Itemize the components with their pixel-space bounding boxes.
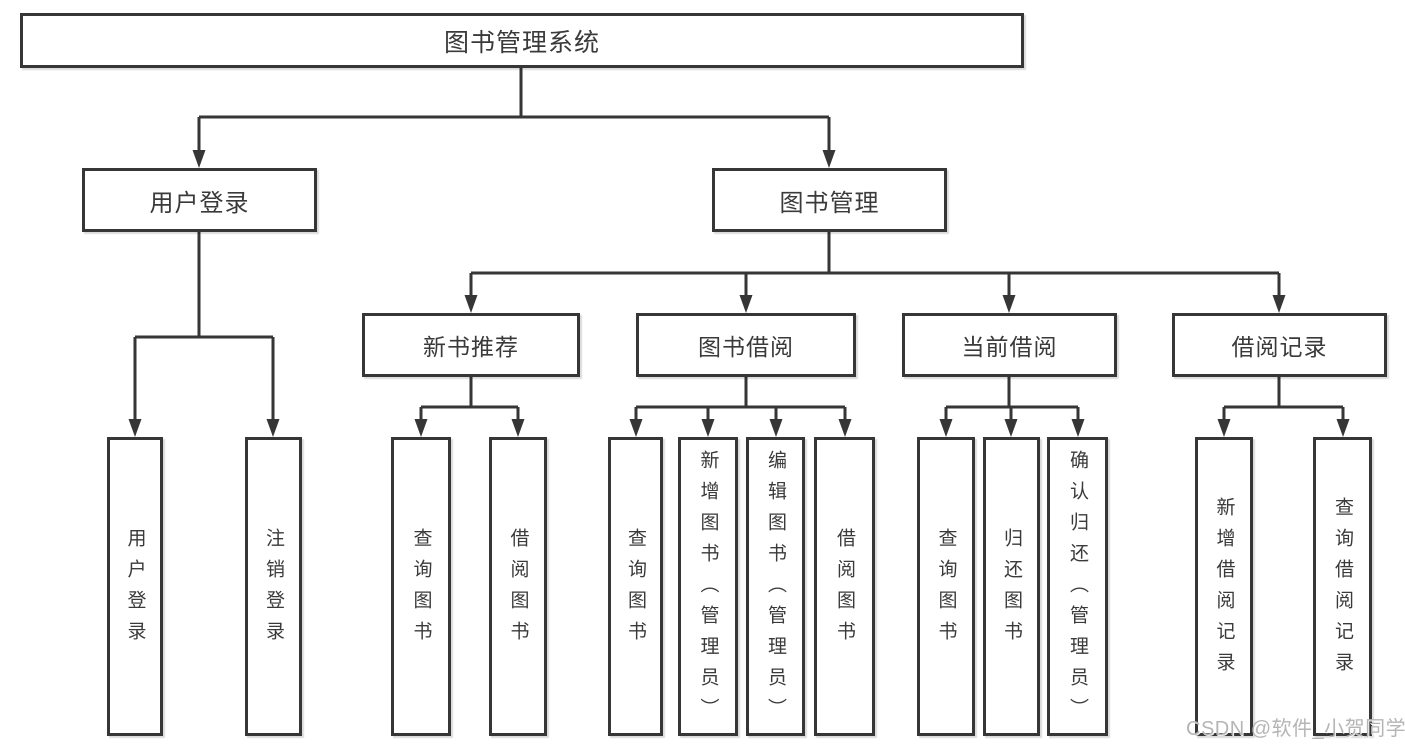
node-label: 查询图书 [625, 527, 646, 652]
arrowhead-icon [1071, 419, 1085, 437]
arrowhead-icon [1002, 295, 1016, 313]
node-leaf-bb-borrow: 借阅图书 [814, 437, 875, 736]
node-label: 图书借阅 [698, 334, 794, 360]
node-leaf-cb-query: 查询图书 [917, 437, 975, 736]
arrowhead-icon [1272, 295, 1286, 313]
node-borrow-records: 借阅记录 [1172, 313, 1387, 377]
connector-path [944, 377, 1080, 425]
watermark: CSDN @软件_小贺同学 [1186, 718, 1405, 740]
node-leaf-bb-edit: 编辑图书（管理员） [746, 437, 805, 736]
node-label: 新增图书（管理员） [697, 450, 719, 729]
arrowhead-icon [192, 150, 206, 168]
node-user-login: 用户登录 [82, 168, 317, 232]
connector-path [133, 232, 275, 425]
arrowhead-icon [629, 419, 643, 437]
node-leaf-logout: 注销登录 [245, 437, 302, 736]
node-leaf-nb-query: 查询图书 [391, 437, 451, 736]
node-leaf-nb-borrow: 借阅图书 [489, 437, 547, 736]
node-label: 查询借阅记录 [1332, 496, 1353, 683]
arrowhead-icon [838, 419, 852, 437]
node-label: 编辑图书（管理员） [765, 450, 786, 729]
arrowhead-icon [511, 419, 525, 437]
arrowhead-icon [1336, 419, 1350, 437]
node-book-borrow: 图书借阅 [636, 313, 856, 377]
connector-path [197, 68, 831, 156]
arrowhead-icon [1004, 419, 1018, 437]
node-label: 图书管理系统 [443, 28, 600, 57]
node-label: 借阅图书 [507, 527, 529, 652]
arrowhead-icon [266, 419, 280, 437]
arrowhead-icon [739, 295, 753, 313]
arrowhead-icon [939, 419, 953, 437]
node-label: 注销登录 [263, 527, 284, 652]
arrowhead-icon [822, 150, 836, 168]
node-label: 确认归还（管理员） [1067, 450, 1088, 729]
connector-path [469, 232, 1281, 301]
node-new-books: 新书推荐 [362, 313, 580, 377]
node-label: 归还图书 [1001, 527, 1022, 652]
node-root: 图书管理系统 [20, 13, 1024, 68]
node-label: 查询图书 [935, 527, 957, 652]
arrowhead-icon [128, 419, 142, 437]
arrowhead-icon [414, 419, 428, 437]
node-leaf-cb-return: 归还图书 [983, 437, 1040, 736]
node-leaf-bb-add: 新增图书（管理员） [678, 437, 738, 736]
connector-path [634, 377, 847, 425]
node-label: 借阅记录 [1231, 334, 1328, 360]
node-leaf-bb-query: 查询图书 [608, 437, 663, 736]
node-label: 新书推荐 [423, 334, 519, 360]
arrowhead-icon [1217, 419, 1231, 437]
connector-path [1222, 377, 1345, 425]
node-leaf-user-login: 用户登录 [107, 437, 163, 736]
node-label: 图书管理 [779, 189, 880, 217]
connector-path [419, 377, 520, 425]
node-label: 用户登录 [124, 527, 146, 652]
node-leaf-cb-confirm: 确认归还（管理员） [1047, 437, 1108, 736]
node-label: 借阅图书 [834, 527, 855, 652]
arrowhead-icon [701, 419, 715, 437]
node-leaf-br-query: 查询借阅记录 [1313, 437, 1372, 736]
node-label: 查询图书 [410, 527, 432, 652]
node-leaf-br-add: 新增借阅记录 [1195, 437, 1253, 736]
node-book-mgmt: 图书管理 [712, 168, 947, 232]
node-label: 用户登录 [149, 189, 250, 217]
node-label: 当前借阅 [961, 334, 1058, 360]
node-label: 新增借阅记录 [1213, 496, 1235, 683]
arrowhead-icon [464, 295, 478, 313]
node-current-borrow: 当前借阅 [902, 313, 1117, 377]
arrowhead-icon [769, 419, 783, 437]
